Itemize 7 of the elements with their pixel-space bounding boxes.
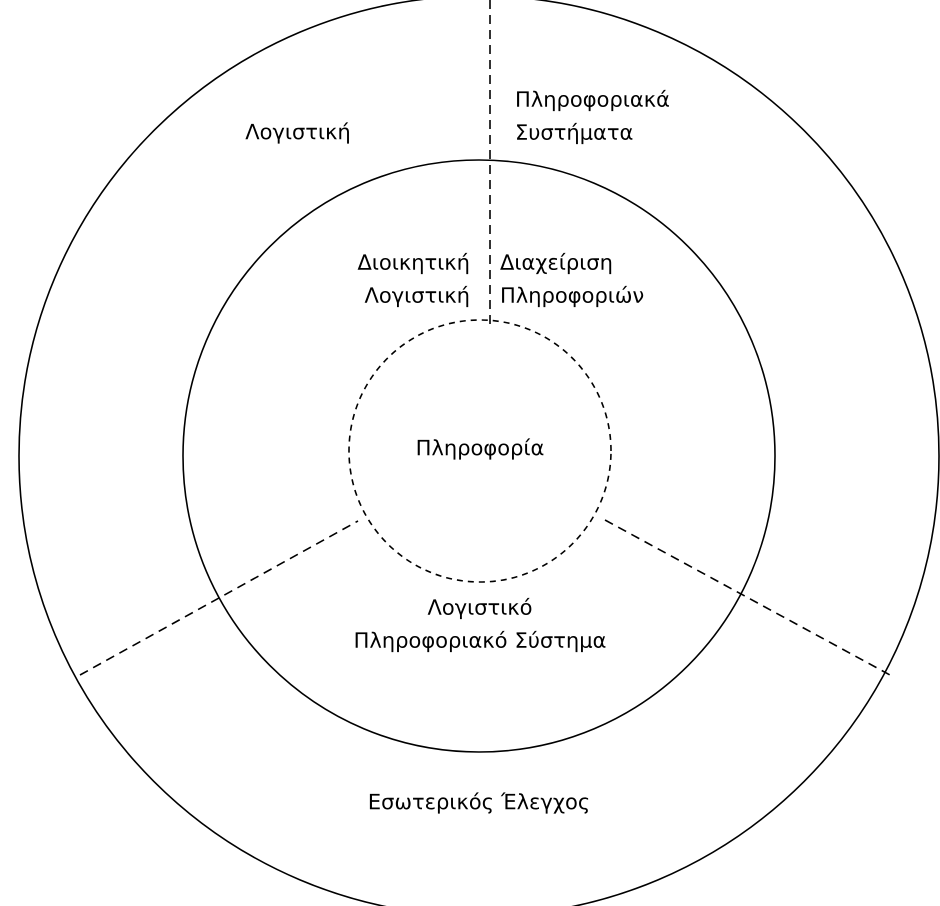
- region-label: Πληροφοριακά Συστήματα: [517, 90, 669, 144]
- region-label: Πληροφορία: [418, 438, 544, 460]
- region-label: Διοικητική Λογιστική: [358, 252, 468, 308]
- region-label: Λογιστική: [245, 122, 349, 144]
- region-label: Λογιστικό Πληροφοριακό Σύστημα: [356, 598, 606, 652]
- region-label: Διαχείριση Πληροφοριών: [500, 252, 644, 308]
- region-label: Εσωτερικός Έλεγχος: [370, 792, 588, 814]
